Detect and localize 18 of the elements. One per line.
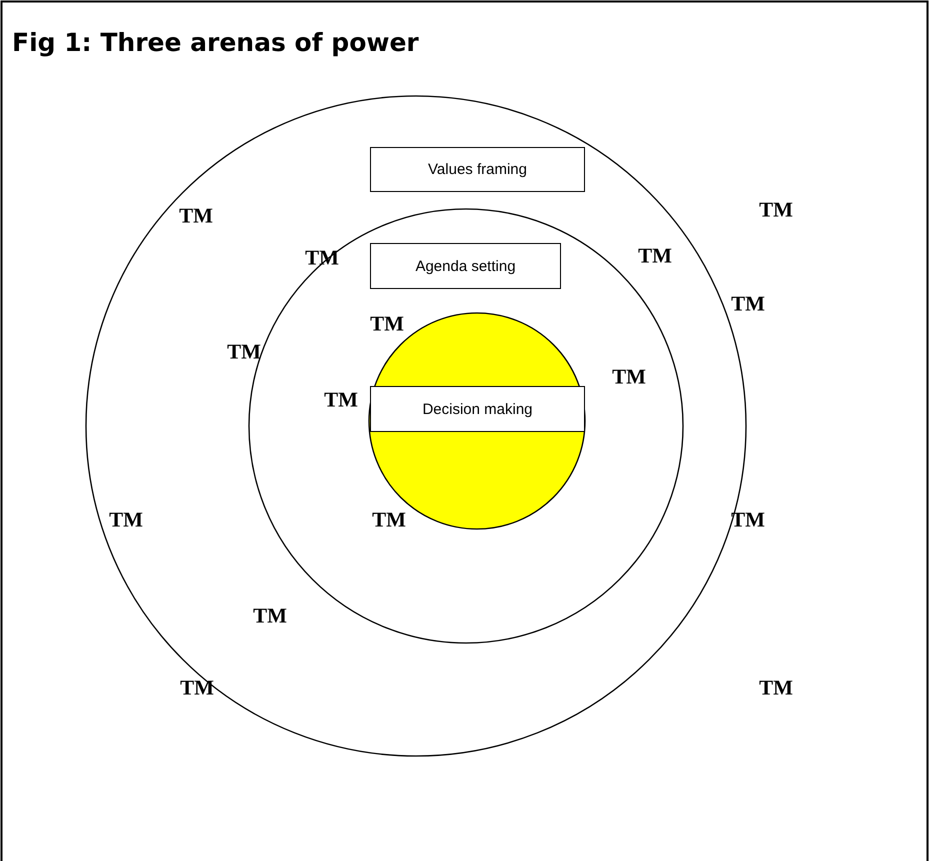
label-box: Values framing <box>370 147 585 192</box>
actor-label: TM <box>731 292 765 316</box>
actor-label: TM <box>612 364 646 390</box>
label-box: Agenda setting <box>370 243 561 289</box>
actor-label: TM <box>759 676 793 700</box>
actor-label: TM <box>638 244 672 268</box>
actor-label: TM <box>372 508 406 532</box>
actor-label: TM <box>370 312 404 336</box>
actor-label: TM <box>180 676 214 700</box>
actor-label: TM <box>759 198 793 222</box>
actor-label: TM <box>179 204 213 228</box>
actor-label: TM <box>109 508 143 532</box>
actor-label: TM <box>227 340 261 364</box>
actor-label: TM <box>253 604 287 628</box>
title: Fig 1: Three arenas of power <box>12 28 419 57</box>
actor-label: TM <box>324 388 358 412</box>
label-box: Decision making <box>370 386 585 432</box>
actor-label: TM <box>731 508 765 532</box>
